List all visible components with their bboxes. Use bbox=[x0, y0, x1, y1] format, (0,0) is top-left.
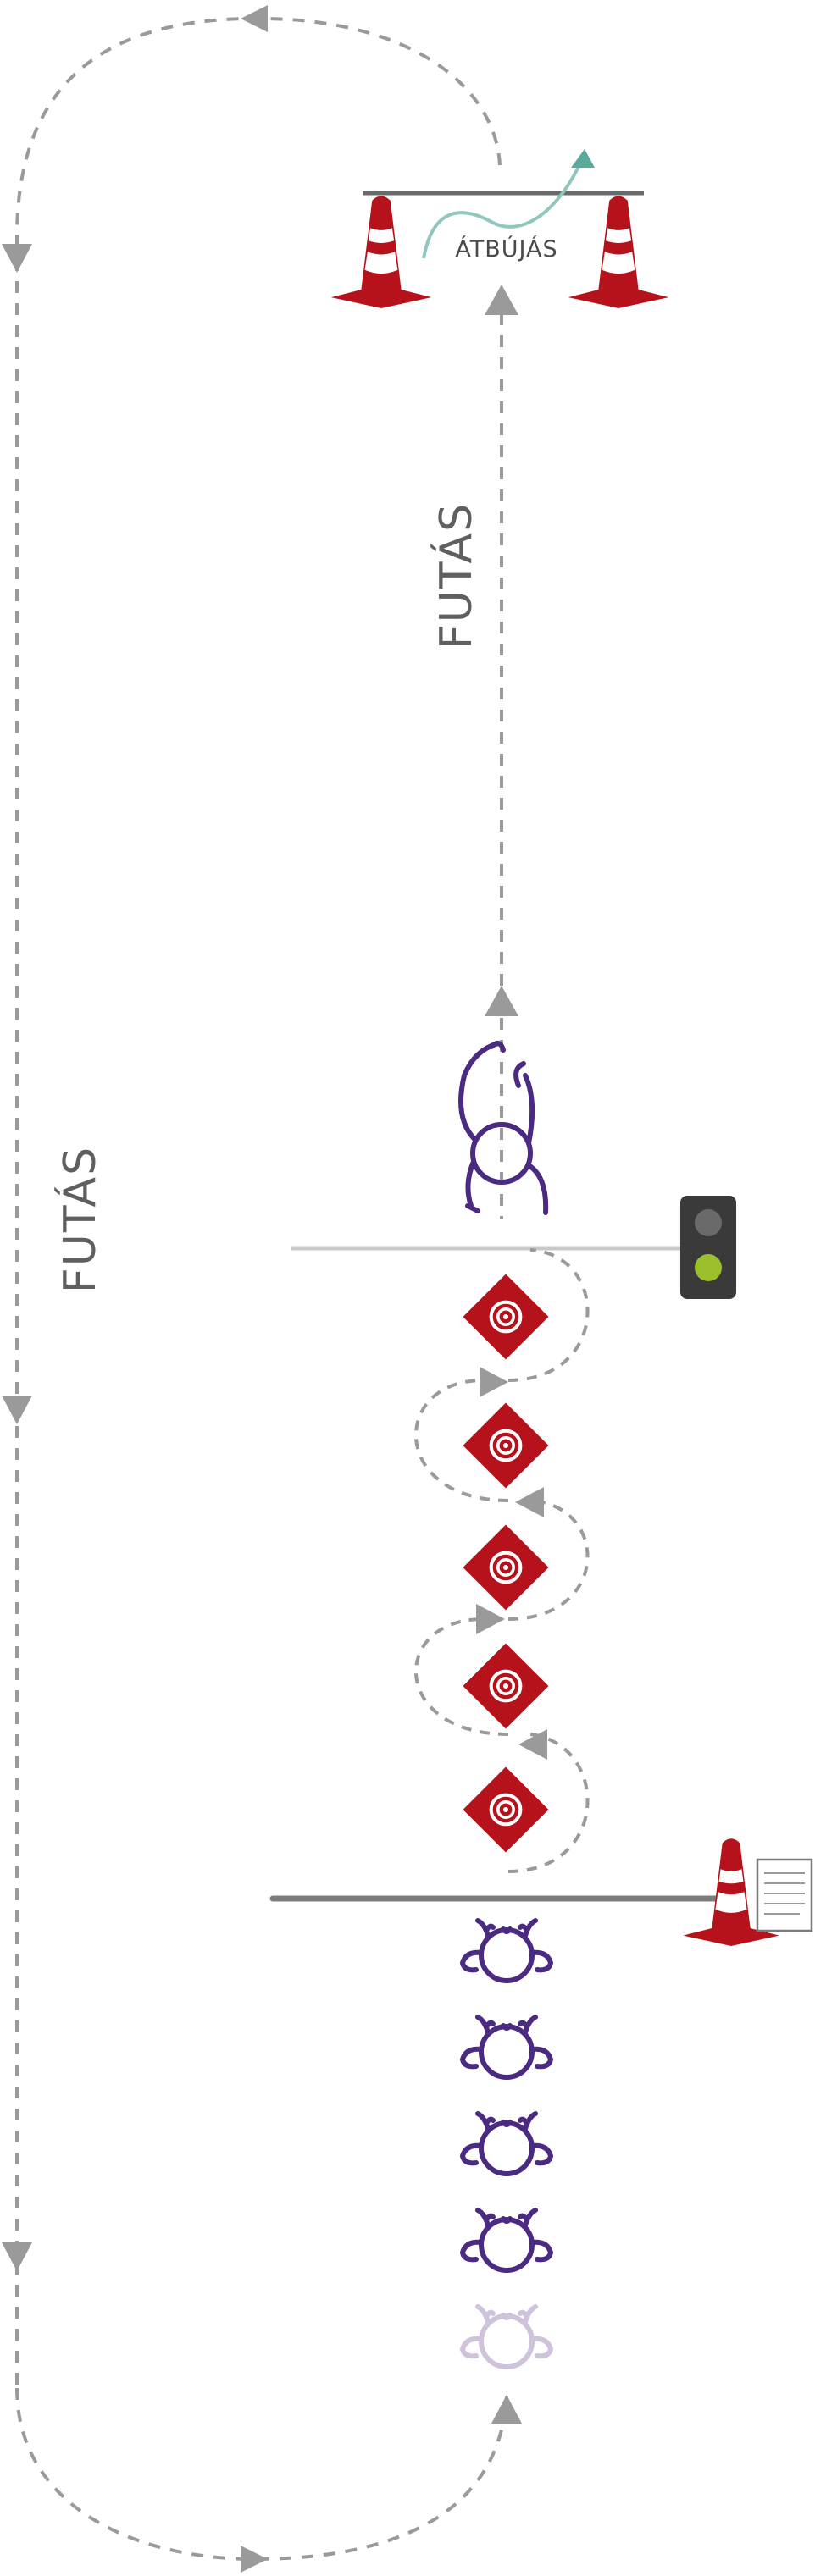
slalom-path bbox=[414, 1248, 590, 1873]
arrow-up-icon bbox=[485, 285, 518, 315]
waiting-players bbox=[463, 1921, 551, 2367]
crawl-gate: ÁTBÚJÁS bbox=[331, 149, 668, 308]
arrow-right-icon bbox=[241, 2546, 268, 2573]
clipboard-icon bbox=[756, 1858, 813, 1932]
target-icon bbox=[463, 1525, 549, 1611]
arrow-up-icon bbox=[571, 149, 595, 168]
arrow-down-icon bbox=[2, 244, 32, 273]
target-icon bbox=[463, 1274, 549, 1360]
start-line-light bbox=[291, 1196, 736, 1299]
player-icon bbox=[463, 2307, 551, 2367]
targets bbox=[463, 1274, 549, 1853]
player-icon bbox=[470, 1122, 533, 1185]
player-icon bbox=[463, 2210, 551, 2270]
run-label-left: FUTÁS bbox=[54, 1146, 106, 1293]
target-icon bbox=[463, 1403, 549, 1489]
player-icon bbox=[463, 2017, 551, 2077]
player-icon bbox=[463, 2114, 551, 2174]
run-label-center: FUTÁS bbox=[430, 502, 482, 650]
arrow-left-icon bbox=[518, 1729, 547, 1760]
arrow-down-icon bbox=[2, 2242, 32, 2271]
player-icon bbox=[463, 1921, 551, 1981]
center-run-path bbox=[485, 285, 518, 1219]
traffic-light-icon bbox=[680, 1196, 736, 1299]
slalom-arrows bbox=[476, 1367, 547, 1760]
arrow-right-icon bbox=[476, 1604, 505, 1634]
traffic-cone-icon bbox=[568, 196, 668, 308]
target-icon bbox=[463, 1644, 549, 1729]
target-icon bbox=[463, 1767, 549, 1853]
arrow-left-icon bbox=[515, 1487, 544, 1517]
outer-loop-arrows bbox=[2, 5, 522, 2573]
arrow-up-icon bbox=[491, 2395, 522, 2424]
waiting-line bbox=[269, 1838, 813, 1946]
arrow-down-icon bbox=[2, 1396, 32, 1424]
arrow-up-icon bbox=[485, 986, 518, 1016]
running-player bbox=[458, 1040, 549, 1215]
arrow-right-icon bbox=[480, 1367, 508, 1397]
arrow-left-icon bbox=[241, 5, 268, 32]
traffic-cone-icon bbox=[331, 196, 431, 308]
crawl-arrow bbox=[422, 157, 585, 259]
crawl-label: ÁTBÚJÁS bbox=[455, 235, 557, 263]
